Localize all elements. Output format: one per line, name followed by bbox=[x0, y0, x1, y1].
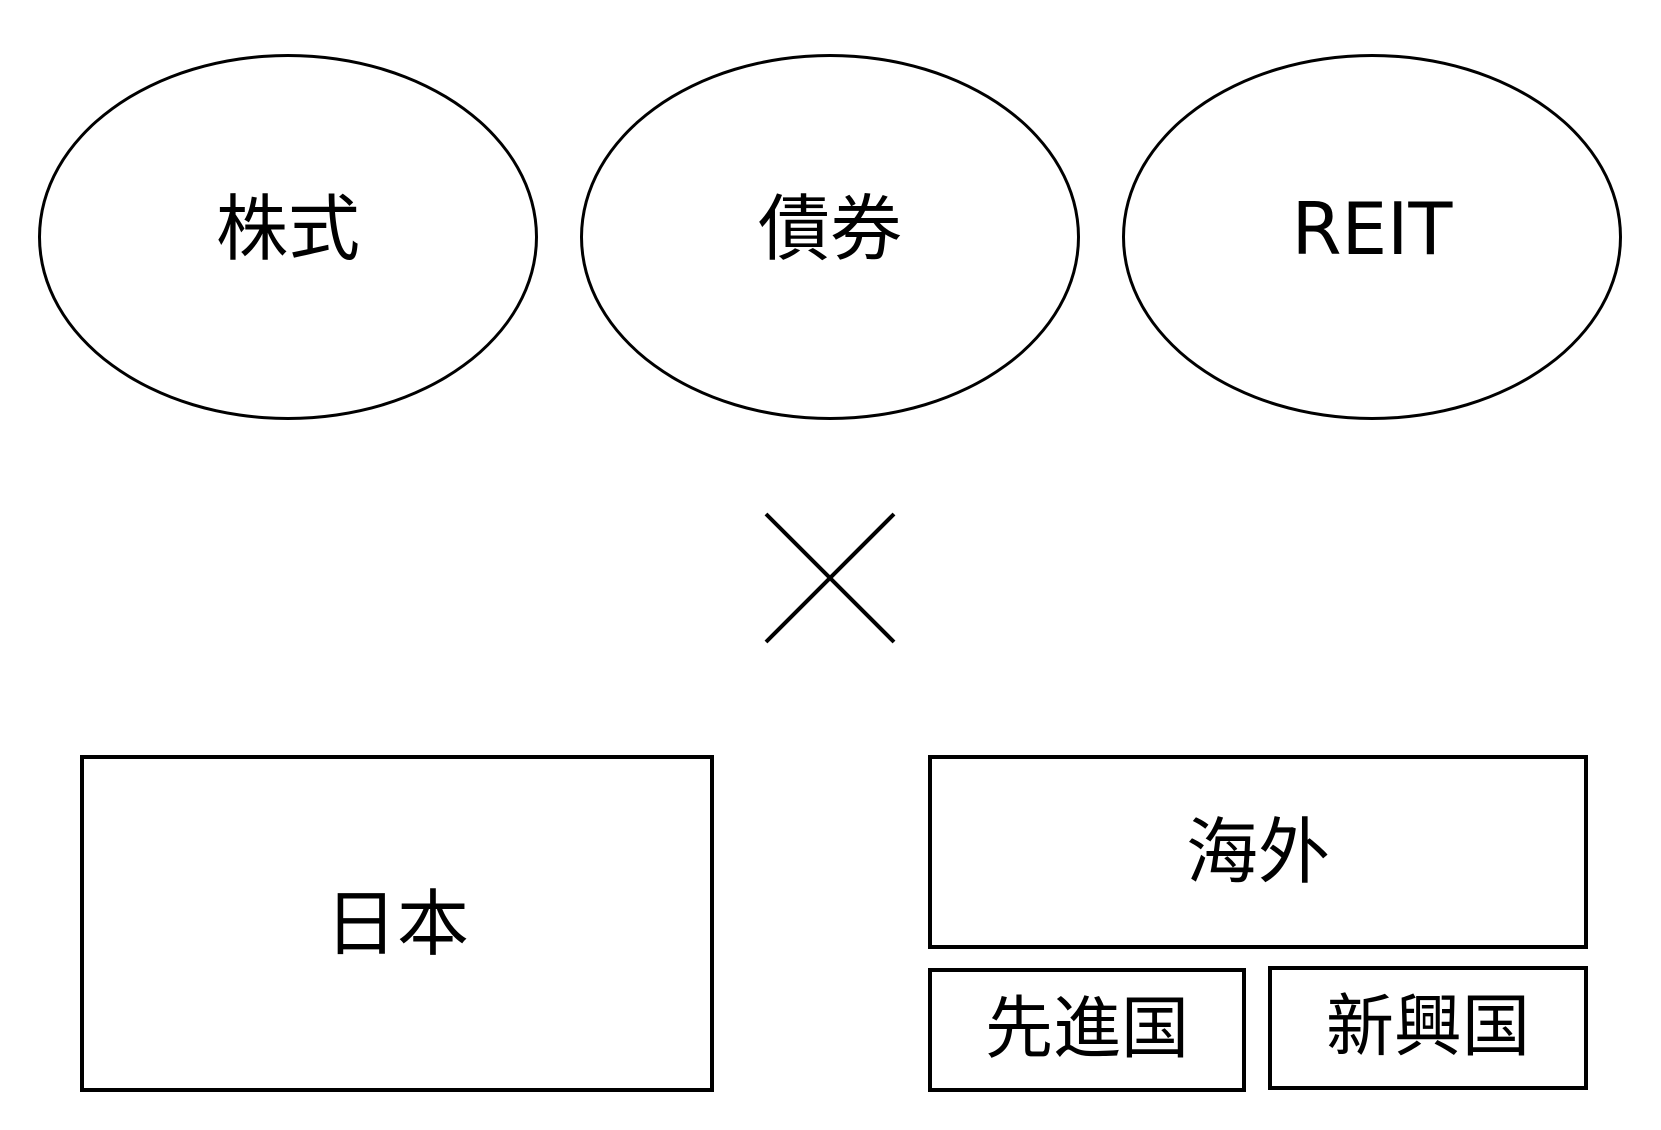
multiply-icon bbox=[764, 512, 896, 644]
asset-class-label: 債券 bbox=[757, 187, 902, 271]
subregion-emerging: 新興国 bbox=[1268, 966, 1588, 1090]
region-label: 日本 bbox=[324, 881, 469, 966]
multiply-stroke bbox=[764, 512, 896, 644]
subregion-label: 新興国 bbox=[1325, 988, 1530, 1067]
asset-class-label: 株式 bbox=[215, 187, 360, 271]
subregion-developed: 先進国 bbox=[928, 968, 1246, 1092]
asset-class-stocks: 株式 bbox=[38, 54, 538, 420]
asset-class-reit: REIT bbox=[1122, 54, 1622, 420]
region-label: 海外 bbox=[1185, 810, 1330, 894]
asset-class-bonds: 債券 bbox=[580, 54, 1080, 420]
region-overseas: 海外 bbox=[928, 755, 1588, 949]
subregion-label: 先進国 bbox=[984, 990, 1189, 1069]
asset-class-label: REIT bbox=[1291, 187, 1453, 271]
region-japan: 日本 bbox=[80, 755, 714, 1092]
